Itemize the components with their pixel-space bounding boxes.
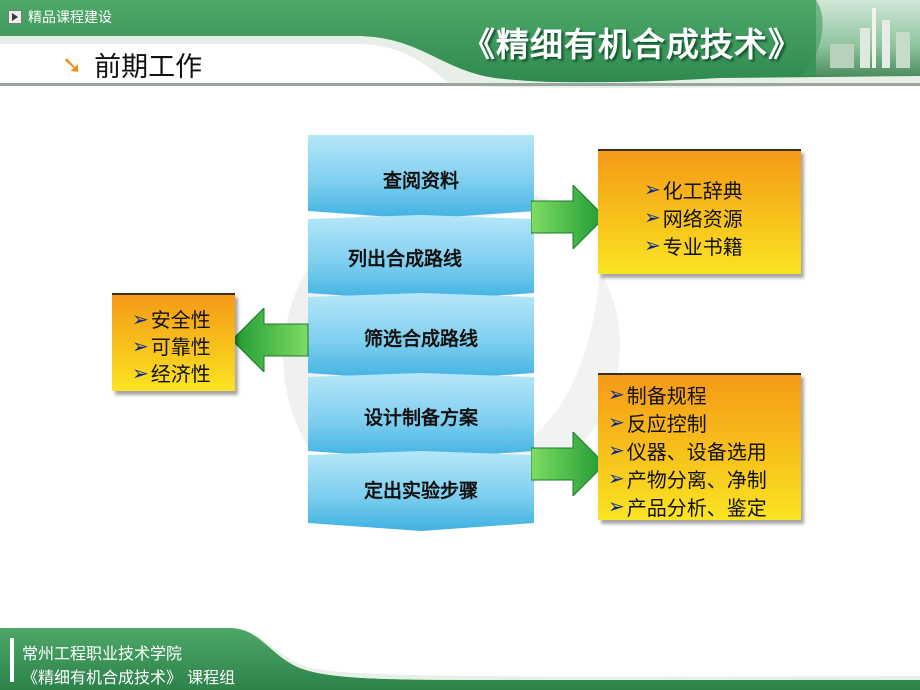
list-item: ➢产品分析、鉴定 [608,492,801,520]
list-item-label: 可靠性 [150,335,211,359]
flow-step-5: 定出实验步骤 [363,479,478,502]
list-item-label: 化工辞典 [662,178,743,203]
callout-resources: ➢化工辞典 ➢网络资源 ➢专业书籍 [598,149,801,274]
list-item: ➢网络资源 [644,203,801,231]
footer-institution: 常州工程职业技术学院 [22,644,183,663]
list-item-label: 专业书籍 [662,234,743,259]
arrow-right-bullet-icon: ➢ [608,438,625,462]
top-tag: 精品课程建设 [8,7,112,27]
arrow-right-bullet-icon: ➢ [644,177,661,201]
list-item: ➢经济性 [132,359,235,387]
flow-step-3: 筛选合成路线 [363,327,478,350]
flow-step-2: 列出合成路线 [348,247,463,270]
header: 精品课程建设 《精细有机合成技术》 ➘ 前期工作 [0,0,920,92]
section-heading: ➘ 前期工作 [62,45,202,84]
arrow-right-bullet-icon: ➢ [644,205,661,229]
arrow-right-bullet-icon: ➢ [132,306,149,331]
course-title: 《精细有机合成技术》 [462,25,802,64]
flow-step-shape-3 [308,293,534,381]
flow-step-1: 查阅资料 [382,169,459,192]
list-item-label: 产物分离、净制 [626,467,767,492]
arrow-right-bullet-icon: ➢ [608,382,625,406]
list-item: ➢安全性 [132,305,235,333]
list-item-label: 网络资源 [662,206,743,231]
arrow-right-bullet-icon: ➢ [132,360,149,385]
list-item: ➢仪器、设备选用 [608,436,801,464]
arrow-right-bullet-icon: ➢ [644,233,661,257]
top-tag-label: 精品课程建设 [28,10,112,26]
arrow-right-to-resources [531,185,606,249]
header-background [0,0,920,88]
list-item: ➢可靠性 [132,332,235,360]
callout-criteria: ➢安全性 ➢可靠性 ➢经济性 [112,293,235,391]
list-item: ➢化工辞典 [644,175,801,203]
arrow-right-to-plan [531,432,606,496]
list-item-label: 安全性 [150,308,211,332]
arrow-right-bullet-icon: ➢ [608,466,625,490]
list-item: ➢产物分离、净制 [608,464,801,492]
footer: 常州工程职业技术学院 《精细有机合成技术》 课程组 [0,626,920,690]
list-item-label: 制备规程 [626,383,707,408]
flow-step-shape-1 [308,135,534,219]
list-item-label: 经济性 [150,362,211,386]
footer-course-group: 《精细有机合成技术》 课程组 [22,668,236,687]
arrow-right-bullet-icon: ➢ [132,333,149,358]
flow-step-4: 设计制备方案 [363,406,478,429]
list-item: ➢反应控制 [608,408,801,436]
arrow-down-right-icon: ➘ [62,50,83,79]
plan-list: ➢制备规程 ➢反应控制 ➢仪器、设备选用 ➢产物分离、净制 ➢产品分析、鉴定 [598,375,801,520]
resources-list: ➢化工辞典 ➢网络资源 ➢专业书籍 [598,151,801,259]
list-item-label: 产品分析、鉴定 [626,495,767,520]
section-title: 前期工作 [94,52,203,83]
footer-background [0,628,920,690]
list-item-label: 仪器、设备选用 [626,439,767,464]
list-item: ➢专业书籍 [644,231,801,259]
list-item: ➢制备规程 [608,380,801,408]
flow-step-shape-4 [308,373,534,459]
arrow-right-bullet-icon: ➢ [608,494,625,518]
flow-step-shape-5 [308,451,534,531]
flow-step-shape-2 [308,215,534,301]
arrow-right-bullet-icon: ➢ [608,410,625,434]
arrow-left-to-criteria [232,308,309,372]
flow-column [308,135,534,531]
callout-plan: ➢制备规程 ➢反应控制 ➢仪器、设备选用 ➢产物分离、净制 ➢产品分析、鉴定 [598,373,801,520]
play-icon [8,10,22,24]
list-item-label: 反应控制 [626,411,707,436]
criteria-list: ➢安全性 ➢可靠性 ➢经济性 [112,295,235,387]
